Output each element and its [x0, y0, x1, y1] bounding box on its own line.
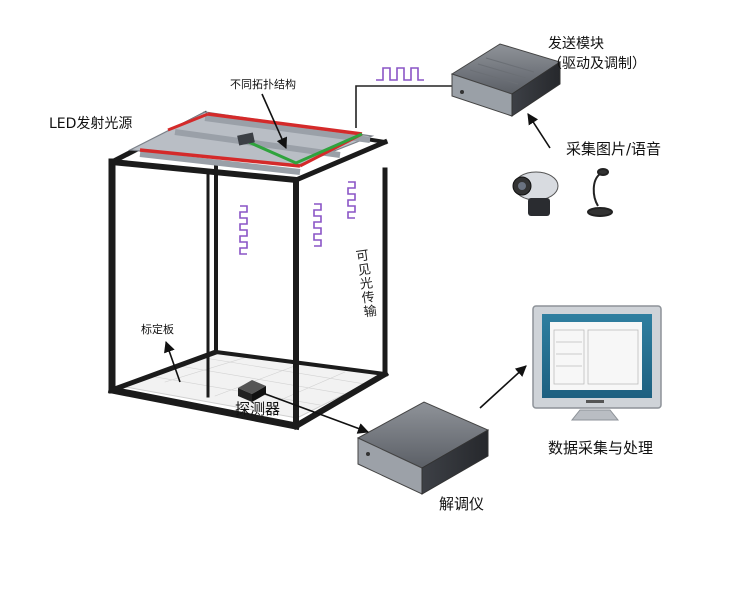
signal-wave-2: [313, 203, 322, 247]
signal-wave-top: [376, 67, 424, 81]
frame-structure: [107, 110, 390, 431]
topology-line: [243, 132, 363, 165]
arrow-board-pointer: [164, 340, 181, 383]
demodulator-box: [356, 401, 490, 495]
label-sender-sub: （驱动及调制）: [548, 56, 646, 72]
led-strip-back: [207, 112, 363, 136]
label-detector: 探测器: [235, 400, 281, 418]
arrow-demod-to-monitor: [479, 365, 527, 409]
label-capture: 采集图片/语音: [566, 140, 662, 158]
label-sender-title: 发送模块: [548, 36, 604, 52]
led-panel: [127, 111, 375, 175]
signal-wave-1: [239, 205, 248, 255]
label-calibration-board: 标定板: [141, 323, 174, 336]
webcam: [512, 171, 559, 216]
signal-wave-3: [347, 181, 356, 219]
arrow-capture-to-sender: [527, 113, 551, 149]
led-strip-side: [167, 112, 209, 132]
signal-waves: [239, 67, 424, 255]
monitor: [532, 305, 662, 421]
arrow-detector-to-demod: [259, 391, 370, 434]
led-strip-front: [139, 148, 301, 168]
label-data-processing: 数据采集与处理: [548, 439, 654, 457]
label-demodulator: 解调仪: [439, 495, 485, 513]
arrow-topology-pointer: [261, 93, 288, 150]
label-topology: 不同拓扑结构: [230, 78, 296, 91]
label-led-source: LED发射光源: [49, 116, 133, 132]
detector-block: [238, 380, 266, 402]
sender-module: [450, 43, 562, 117]
sender-cable: [355, 85, 452, 128]
arrows: [164, 93, 551, 434]
microphone: [587, 168, 613, 217]
